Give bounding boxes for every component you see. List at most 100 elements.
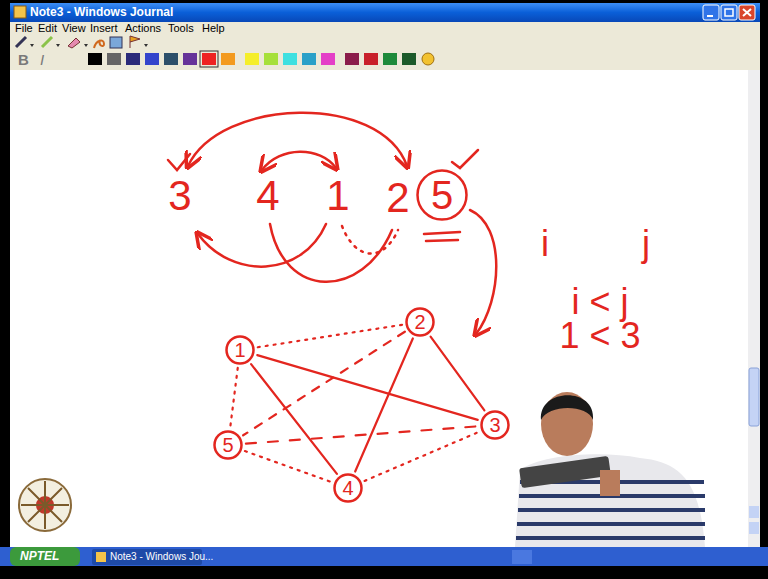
color-swatch [364, 53, 378, 65]
circle-stroke [227, 337, 254, 364]
graph-vertex: 5 [213, 430, 243, 460]
index-variable: j [642, 226, 650, 262]
insert-icon [110, 37, 122, 48]
pen-icon [16, 37, 26, 47]
app-icon [14, 6, 26, 18]
color-swatch [145, 53, 159, 65]
dotted-curve [342, 226, 398, 254]
bold-button: B [18, 52, 29, 67]
tablet [519, 456, 611, 488]
color-swatch [107, 53, 121, 65]
handwritten-number: 1 [326, 175, 349, 217]
solid-graph-edge [257, 355, 477, 420]
scroll-button [749, 522, 759, 534]
circle-stroke [418, 171, 467, 220]
selected-frame [200, 51, 218, 67]
circle-outline [213, 430, 243, 460]
menu-item: File [15, 23, 33, 34]
index-variable: i [541, 226, 549, 262]
dropdown-arrow [56, 44, 60, 47]
italic-button: I [40, 52, 44, 67]
dotted-graph-edge [258, 325, 402, 347]
eraser-icon [68, 38, 80, 48]
taskbar-item [92, 549, 202, 565]
vertex-number: 2 [414, 312, 425, 332]
emblem-spokes [21, 481, 69, 529]
handwritten-number: 4 [256, 175, 279, 217]
dotted-graph-edge [245, 451, 331, 482]
menu-item: Help [202, 23, 225, 34]
taskbar-item-text: Note3 - Windows Jou... [110, 552, 213, 562]
menu-item: View [62, 23, 86, 34]
circle-outline [225, 335, 255, 365]
highlighter-icon [42, 37, 52, 47]
menu-item: Edit [38, 23, 57, 34]
dropdown-arrow [144, 44, 148, 47]
graph-vertex: 4 [333, 473, 363, 503]
striped-shirt [515, 454, 705, 547]
circle-stroke [482, 412, 509, 439]
handwritten-number: 2 [386, 177, 409, 219]
graph-vertex: 1 [225, 335, 255, 365]
color-swatch [302, 53, 316, 65]
vertex-number: 5 [431, 175, 453, 215]
solid-graph-edge [251, 364, 337, 474]
color-swatch [221, 53, 235, 65]
menu-bar [10, 22, 760, 34]
close-button [739, 5, 755, 20]
vertex-number: 4 [342, 478, 353, 498]
circle-stroke [215, 432, 242, 459]
vertex-number: 3 [489, 415, 500, 435]
close-glyph [743, 9, 751, 16]
color-swatch [183, 53, 197, 65]
check-mark [168, 154, 190, 170]
color-swatches [88, 51, 434, 67]
circle-stroke [407, 309, 434, 336]
vertex-number: 5 [222, 435, 233, 455]
underline-mark [424, 232, 460, 241]
scrollbar [748, 70, 760, 547]
presenter [515, 392, 705, 547]
color-swatch [126, 53, 140, 65]
taskbar-icon [96, 552, 106, 562]
nptel-emblem [19, 479, 71, 531]
hair [541, 395, 593, 420]
color-swatch [383, 53, 397, 65]
pointer-arrow [470, 210, 496, 334]
lasso-icon [94, 40, 104, 48]
swap-arc [262, 152, 336, 170]
circle-outline [416, 169, 468, 221]
handwritten-inequality: i < j [571, 284, 628, 320]
face [541, 392, 593, 456]
circled-number: 5 [416, 169, 468, 221]
color-swatch [202, 53, 216, 65]
solid-graph-edge [355, 339, 413, 472]
custom-color-icon [422, 53, 434, 65]
pen-tools [16, 36, 148, 48]
flag-icon [130, 36, 140, 48]
move-arrow [198, 224, 326, 267]
color-swatch [264, 53, 278, 65]
swap-arc [188, 113, 407, 166]
circle-outline [333, 473, 363, 503]
handwritten-strokes [168, 113, 496, 334]
start-button-text: NPTEL [20, 550, 59, 562]
note-page [10, 70, 748, 547]
start-button [10, 547, 80, 566]
color-swatch [402, 53, 416, 65]
minimize-glyph [707, 15, 713, 17]
taskbar [0, 547, 768, 566]
solid-graph-edge [431, 337, 485, 411]
check-mark [452, 150, 478, 168]
maximize-glyph [725, 9, 733, 16]
dropdown-arrow [30, 44, 34, 47]
minimize-button [703, 5, 719, 20]
move-curve [270, 224, 392, 282]
tray-item [512, 550, 532, 564]
color-swatch [88, 53, 102, 65]
scroll-thumb [749, 368, 759, 426]
